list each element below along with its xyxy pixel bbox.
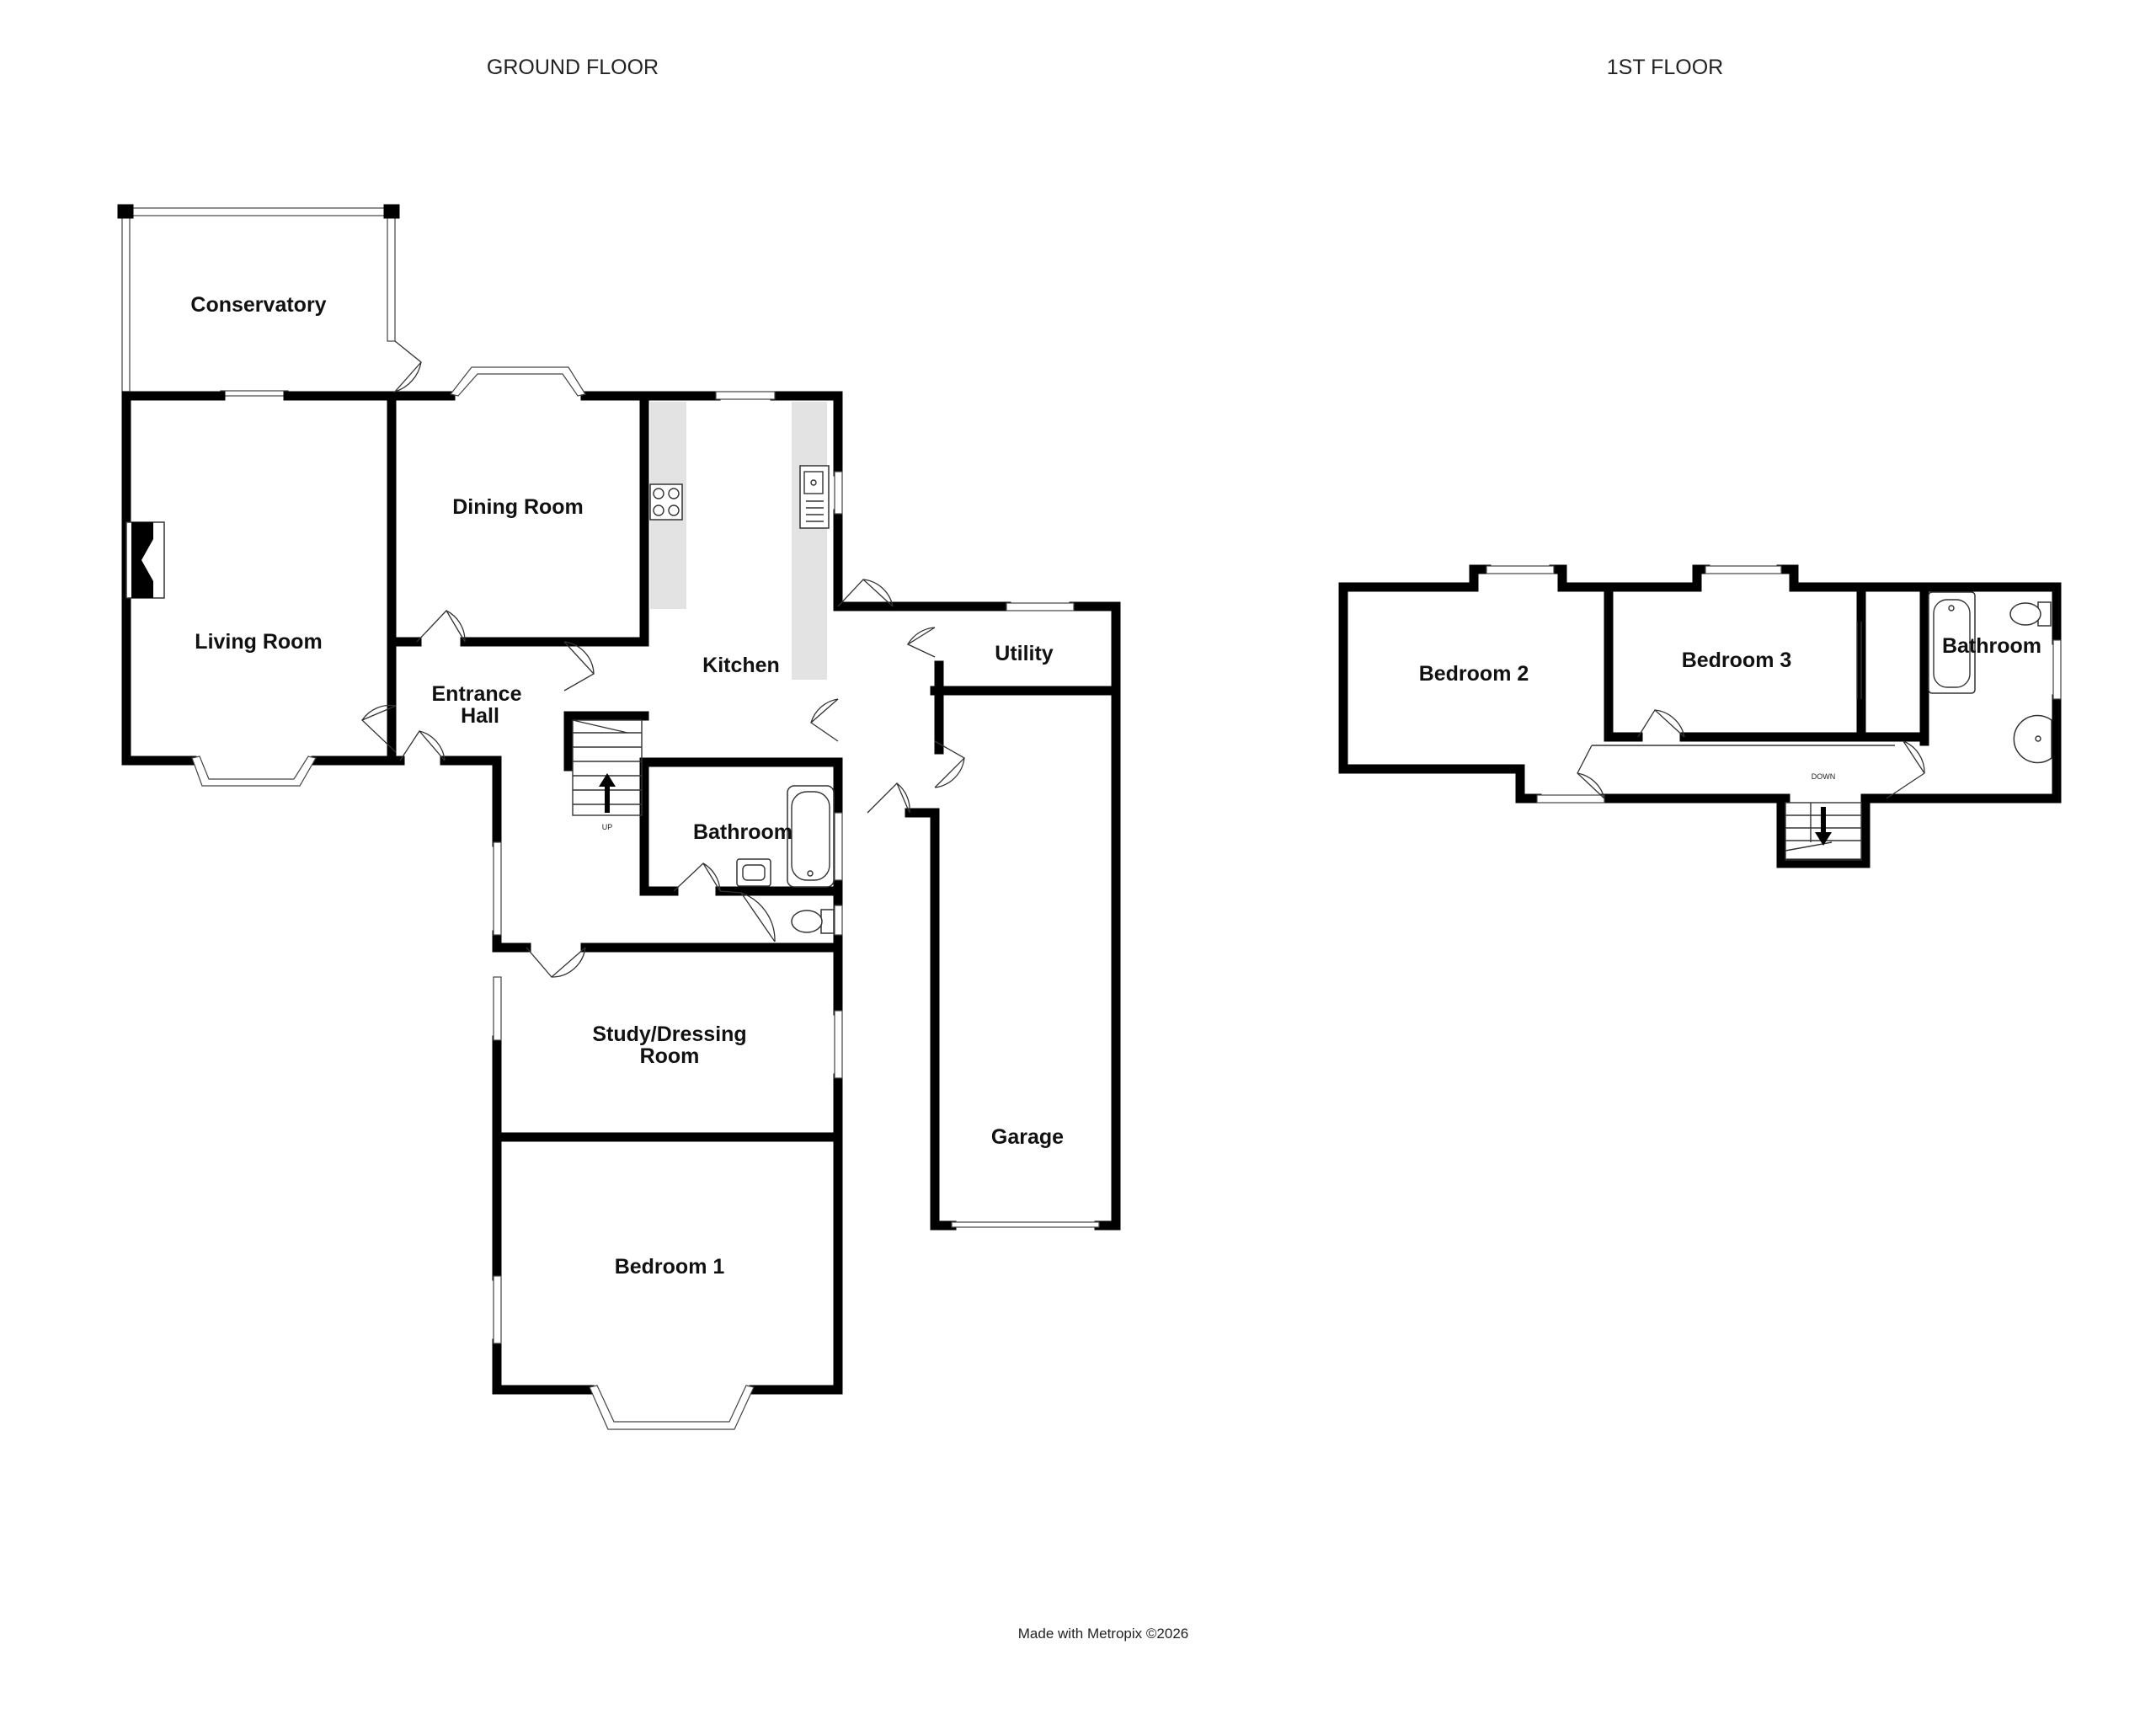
bath-icon [787,785,835,888]
first-floor-doors [1577,708,1925,799]
fireplace-icon [125,521,165,599]
first-floor-walls [1338,564,2062,868]
room-label-garage: Garage [991,1125,1064,1149]
room-label-bathroom-ground: Bathroom [693,820,792,844]
first-floor-stairs[interactable]: DOWN [1785,772,1862,861]
garage-door[interactable] [951,1221,1100,1228]
room-label-bedroom-2: Bedroom 2 [1419,662,1529,686]
living-room-door[interactable] [360,704,397,753]
first-floor-plan: DOWN Bedroom 2 Bedroom 3 Bathroom [1338,564,2062,868]
room-label-bedroom-1: Bedroom 1 [615,1255,725,1279]
utility-door[interactable] [906,627,936,658]
room-label-bathroom-first: Bathroom [1942,634,2041,658]
bathroom-door[interactable] [673,862,721,892]
wc-door[interactable] [719,890,776,942]
room-label-utility: Utility [995,642,1054,665]
ground-stairs[interactable]: UP [572,719,643,831]
toilet-first-floor-icon [2009,601,2052,627]
first-floor-title: 1ST FLOOR [1607,56,1723,79]
corridor-top-door[interactable] [837,579,894,607]
stairs-up-arrow-icon [599,773,616,813]
stairs-down-label: DOWN [1812,772,1836,781]
stairs-up-label: UP [602,823,613,831]
stairs-down-arrow-icon [1815,807,1832,846]
entrance-door[interactable] [399,729,446,761]
kitchen-sink-icon [799,465,830,529]
kitchen-hall-door[interactable] [563,641,595,691]
ground-floor-doors [360,340,966,978]
basin-icon [736,858,771,887]
kitchen-side-door[interactable] [809,698,839,742]
garage-side-door[interactable] [934,740,966,788]
bedroom-3-door[interactable] [1637,708,1685,738]
study-door[interactable] [526,947,586,978]
conservatory-corner-post-right [383,204,400,219]
conservatory-door[interactable] [392,340,422,393]
ground-floor-plan: UP Conservatory Living Room Dining Room … [117,204,1121,1430]
basin-first-floor-icon [2013,714,2052,764]
kitchen-counter-right [792,402,827,680]
dining-room-door[interactable] [416,609,466,643]
room-label-bedroom-3: Bedroom 3 [1682,649,1792,672]
room-label-entrance: Entrance [432,682,522,706]
corridor-bottom-door[interactable] [867,782,910,814]
toilet-icon [791,909,835,934]
conservatory-sliding-door[interactable] [220,390,289,397]
conservatory-corner-post [117,204,134,219]
bathroom-first-door[interactable] [1886,740,1925,799]
room-label-living-room: Living Room [195,630,322,654]
metropix-credit: Made with Metropix ©2026 [1018,1626,1188,1642]
bath-first-floor-icon [1928,591,1976,694]
ground-floor-walls [121,391,1121,1395]
room-label-hall: Hall [461,704,499,728]
room-label-conservatory: Conservatory [190,293,326,317]
bedroom-2-door[interactable] [1577,745,1605,799]
room-label-kitchen: Kitchen [702,654,780,677]
hob-icon [649,483,683,521]
room-label-study: Study/Dressing [592,1023,746,1046]
ground-floor-windows [191,366,1100,1430]
first-floor-windows [1486,565,2062,804]
ground-floor-title: GROUND FLOOR [487,56,659,79]
room-label-study-room: Room [640,1044,700,1068]
room-label-dining-room: Dining Room [452,495,584,519]
